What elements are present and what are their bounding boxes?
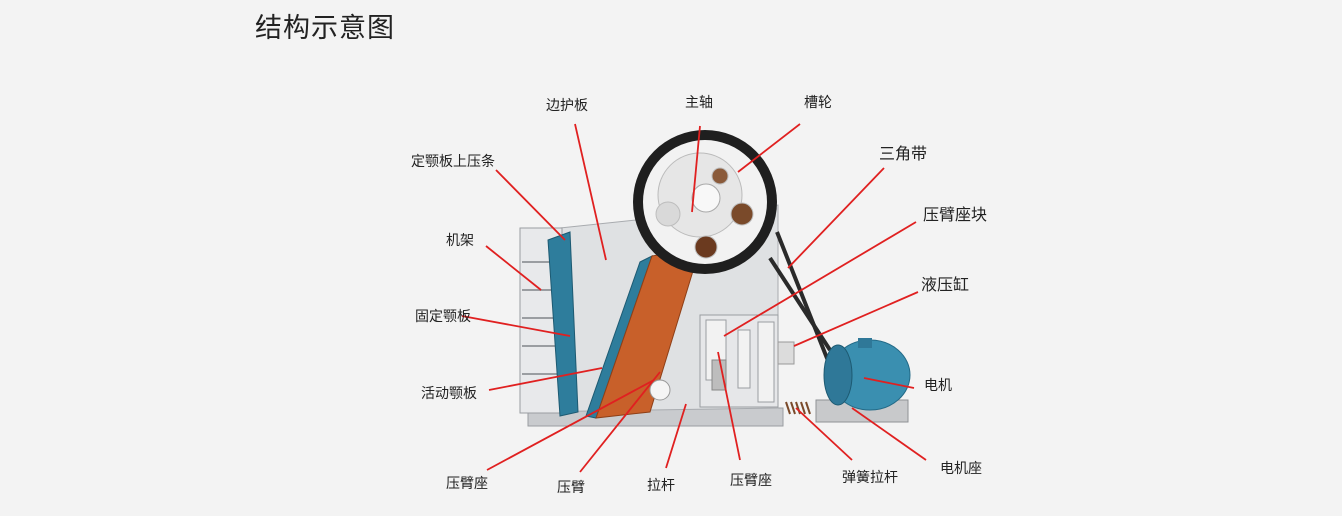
label-tie-rod: 拉杆 xyxy=(647,478,675,494)
label-sheave: 槽轮 xyxy=(804,95,832,111)
label-fixed-jaw-top-strip: 定颚板上压条 xyxy=(411,154,495,170)
sheave-spokes xyxy=(655,167,754,259)
label-toggle-seat-right: 压臂座 xyxy=(730,473,772,489)
spring-coil xyxy=(785,401,811,415)
label-hydraulic-cylinder: 液压缸 xyxy=(921,275,970,294)
label-frame: 机架 xyxy=(446,233,474,249)
label-moving-jaw: 活动颚板 xyxy=(421,386,477,402)
label-spring-tie-rod: 弹簧拉杆 xyxy=(842,470,898,486)
label-side-guard: 边护板 xyxy=(546,98,588,114)
label-motor: 电机 xyxy=(924,378,952,394)
label-toggle-seat-left: 压臂座 xyxy=(446,476,488,492)
fixed-jaw-plate xyxy=(547,231,579,417)
callout-lines xyxy=(461,123,927,473)
label-motor-base: 电机座 xyxy=(940,461,982,477)
label-v-belt: 三角带 xyxy=(879,144,928,163)
label-main-shaft: 主轴 xyxy=(685,95,713,111)
main-shaft-hub xyxy=(691,183,721,213)
label-fixed-jaw: 固定颚板 xyxy=(415,309,471,325)
hydraulic-cylinder-body xyxy=(777,341,795,365)
label-toggle: 压臂 xyxy=(557,480,585,496)
label-bracket-block: 压臂座块 xyxy=(923,205,988,224)
page-title: 结构示意图 xyxy=(255,13,395,44)
